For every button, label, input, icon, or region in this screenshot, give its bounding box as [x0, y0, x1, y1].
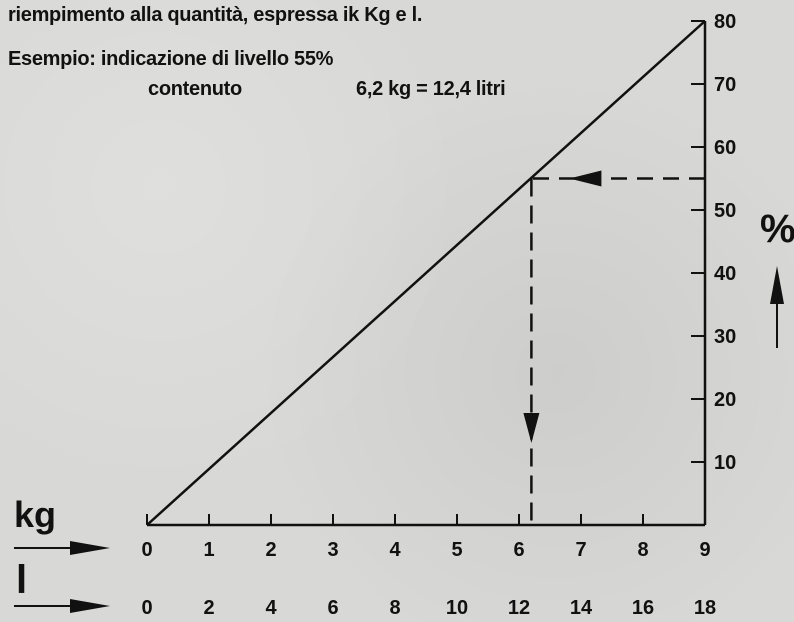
- x-tick-label-l: 4: [265, 597, 277, 619]
- x-tick-label-kg: 4: [389, 539, 401, 561]
- x-tick-label-l: 18: [694, 597, 716, 619]
- x-tick-label-kg: 8: [637, 539, 648, 561]
- x-tick-label-l: 8: [389, 597, 400, 619]
- y-tick-label: 20: [714, 389, 736, 411]
- x-tick-label-kg: 5: [451, 539, 462, 561]
- x-tick-label-kg: 7: [575, 539, 586, 561]
- chart-caption: riempimento alla quantità, espressa ik K…: [8, 4, 423, 26]
- y-tick-label: 80: [714, 11, 736, 33]
- y-tick-label: 60: [714, 137, 736, 159]
- example-label: Esempio: indicazione di livello 55%: [8, 48, 334, 70]
- x-tick-label-l: 2: [203, 597, 214, 619]
- l-arrow-head: [70, 599, 110, 613]
- example-arrow-left: [569, 170, 602, 187]
- x-tick-label-kg: 9: [699, 539, 710, 561]
- percent-arrow-head: [770, 266, 784, 304]
- kg-arrow-head: [70, 541, 110, 555]
- y-tick-label: 70: [714, 74, 736, 96]
- x-tick-label-l: 6: [327, 597, 338, 619]
- x-tick-label-l: 16: [632, 597, 654, 619]
- x-tick-label-l: 12: [508, 597, 530, 619]
- x-tick-label-l: 10: [446, 597, 468, 619]
- y-tick-label: 40: [714, 263, 736, 285]
- x-unit-l-label: l: [16, 558, 27, 602]
- y-tick-label: 30: [714, 326, 736, 348]
- contents-label: contenuto: [148, 78, 242, 100]
- y-unit-percent-label: %: [760, 207, 794, 251]
- x-tick-label-kg: 1: [203, 539, 214, 561]
- x-tick-label-l: 0: [141, 597, 152, 619]
- contents-value: 6,2 kg = 12,4 litri: [356, 78, 506, 100]
- y-tick-label: 10: [714, 452, 736, 474]
- x-unit-kg-label: kg: [14, 494, 56, 535]
- x-tick-label-kg: 2: [265, 539, 276, 561]
- y-tick-label: 50: [714, 200, 736, 222]
- x-tick-label-kg: 6: [513, 539, 524, 561]
- example-arrow-down: [523, 413, 540, 443]
- x-tick-label-kg: 3: [327, 539, 338, 561]
- x-tick-label-l: 14: [570, 597, 593, 619]
- series-line: [146, 20, 706, 526]
- x-tick-label-kg: 0: [141, 539, 152, 561]
